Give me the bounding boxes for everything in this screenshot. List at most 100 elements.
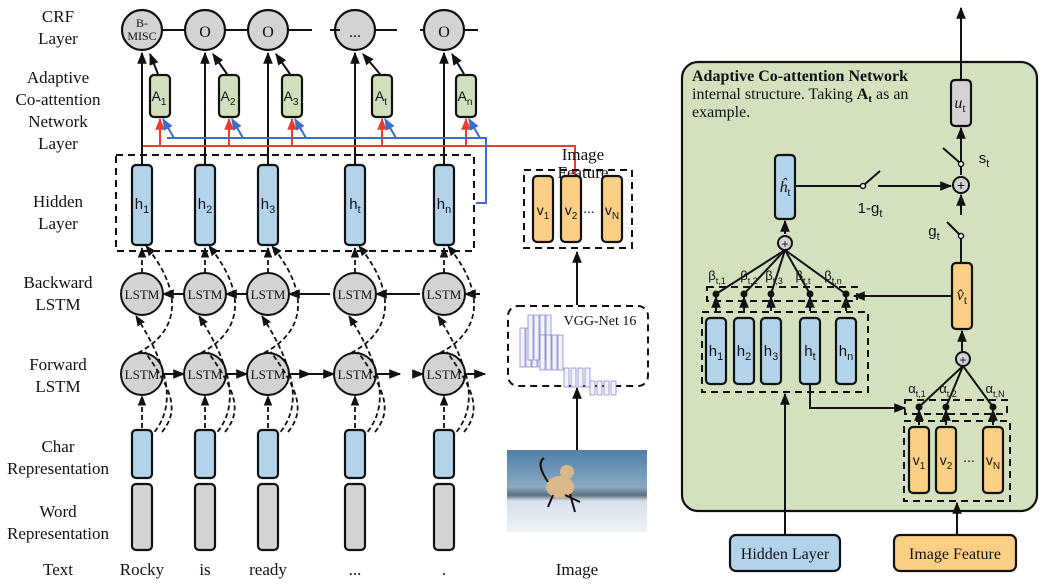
output-node [949, 78, 973, 128]
row-label-word-representation: Word [39, 502, 77, 521]
lstm-label: LSTM [251, 367, 286, 382]
hidden-layer-input-label: Hidden Layer [741, 546, 830, 563]
text-token: ... [349, 560, 362, 579]
beta-weight-dot [712, 290, 720, 298]
alpha-weight-line [918, 365, 964, 408]
hidden-copy-label: h1 [709, 343, 723, 363]
row-label-backward-lstm: Backward [24, 273, 93, 292]
switch-g [946, 221, 960, 235]
image-feature-node [531, 174, 555, 244]
beta-weight-dot [806, 290, 814, 298]
hidden-node-label: h1 [135, 196, 149, 216]
hidden-layer-group-box [115, 154, 475, 252]
image-feature-node [600, 174, 624, 244]
hidden-copy-label: h3 [764, 343, 778, 363]
vgg-layer-block [539, 334, 546, 371]
feature-copies-box [903, 420, 1011, 502]
vgg-net-icon [519, 314, 617, 396]
panel-description: example. [692, 104, 750, 121]
vgg-layer-block [519, 327, 526, 368]
char-to-backward-curve [198, 315, 231, 449]
dog-legs [547, 493, 581, 513]
crf-node-label: O [262, 24, 274, 41]
attended-hidden-node [773, 153, 797, 221]
attention-to-crf-arrow [212, 53, 228, 75]
crf-node-label: B- [136, 16, 148, 30]
row-label-char-representation: Representation [7, 459, 109, 478]
word-representation-node [343, 482, 367, 552]
char-skip-curve [357, 351, 386, 433]
lstm-label: LSTM [188, 287, 223, 302]
row-label-co-attention: Co-attention [16, 90, 101, 109]
hidden-to-attention-arrow [231, 117, 244, 139]
attended-hidden-label: ĥt [779, 177, 791, 199]
input-photo [507, 450, 647, 532]
attention-to-crf-arrow [149, 52, 159, 75]
crf-node-label: O [199, 24, 211, 41]
panel-description: internal structure. Taking At as an [692, 86, 908, 105]
forward-to-hidden-curve [200, 245, 236, 354]
row-label-char-representation: Char [41, 437, 74, 456]
char-skip-curve [446, 351, 475, 433]
vgg-layer-block [589, 380, 596, 396]
attended-feature-node [950, 261, 974, 331]
row-label-co-attention: Network [28, 112, 88, 131]
crf-node-label: MISC [127, 29, 156, 43]
alpha-label: αt,2 [939, 381, 957, 399]
char-representation-node [343, 428, 367, 480]
h-t-to-alpha-arrow [809, 384, 907, 413]
hidden-copy-node [834, 316, 858, 386]
lstm-label: LSTM [338, 367, 373, 382]
attention-node-label: At [375, 88, 387, 108]
vgg-layer-block [557, 334, 564, 371]
word-representation-node [130, 482, 154, 552]
panel-title: Adaptive Co-attention Network [692, 68, 908, 85]
vgg-layer-block [545, 334, 552, 371]
row-label-text: Text [43, 560, 73, 579]
beta-label: βt,1 [708, 268, 726, 286]
hidden-copy-node [732, 316, 756, 386]
char-representation-node [193, 428, 217, 480]
hidden-copy-node [759, 316, 783, 386]
row-label-crf: Layer [38, 29, 78, 48]
attention-node-label: A1 [152, 88, 167, 108]
alpha-weight-dot [915, 403, 923, 411]
row-label-hidden: Layer [38, 214, 78, 233]
gate-s-label: st [979, 150, 990, 170]
hidden-to-attention-arrow [384, 117, 397, 139]
sum-symbol: + [781, 237, 788, 251]
char-skip-curve [270, 351, 299, 433]
vgg-layer-block [584, 367, 591, 388]
attention-node [148, 73, 172, 119]
attention-node-label: A3 [284, 88, 299, 108]
beta-weight-line [715, 249, 786, 295]
alpha-weight-line [945, 365, 964, 408]
image-feature-group-box [523, 169, 633, 249]
beta-weight-dot [740, 290, 748, 298]
hidden-copy-label: h2 [737, 343, 751, 363]
text-token: Rocky [120, 560, 165, 579]
image-feature-node-label: vN [605, 202, 619, 222]
image-feature-node-label: v2 [565, 202, 578, 222]
gate-g-label: gt [928, 223, 939, 243]
beta-weight-line [784, 249, 847, 295]
attention-node [217, 73, 241, 119]
hidden-copy-label: ht [804, 343, 815, 363]
hidden-copies-box [701, 311, 869, 393]
row-label-hidden: Hidden [33, 192, 84, 211]
row-label-forward-lstm: LSTM [35, 377, 80, 396]
vgg-layer-block [596, 380, 603, 396]
beta-label: βt,n [824, 268, 842, 286]
switch-s [942, 147, 960, 163]
hidden-layer-input [728, 533, 842, 573]
char-to-backward-curve [437, 315, 470, 449]
attention-node-label: A2 [221, 88, 236, 108]
char-to-backward-curve [135, 315, 168, 449]
char-to-backward-curve [348, 315, 381, 449]
switch-pivot [957, 160, 965, 168]
beta-weights-box [706, 286, 858, 302]
beta-label: βt,2 [740, 268, 758, 286]
alpha-weights-box [904, 399, 1008, 415]
